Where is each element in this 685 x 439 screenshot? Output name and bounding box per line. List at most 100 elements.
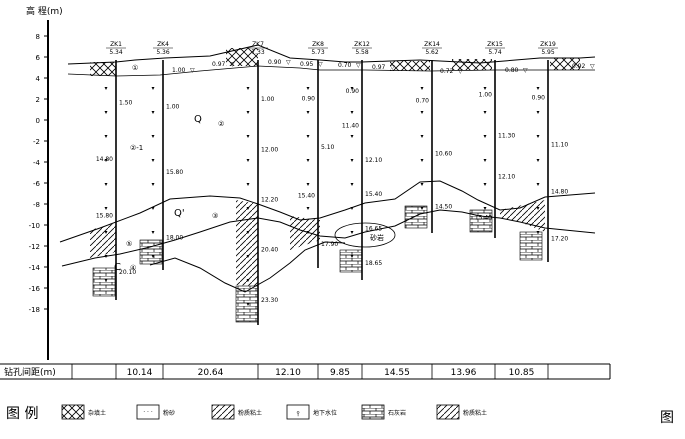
depth-label: 17.20: [551, 236, 568, 243]
sample-marker: ▾: [350, 85, 353, 92]
depth-label: 14.80: [96, 156, 113, 163]
borehole-elevation: 7.33: [251, 49, 265, 56]
sample-marker: ▾: [246, 133, 249, 140]
depth-label: 12.10: [498, 174, 515, 181]
sample-marker: ▾: [483, 109, 486, 116]
depth-label: 11.40: [342, 123, 359, 130]
sample-marker: ▾: [420, 181, 423, 188]
depth-label: 18.00: [166, 234, 183, 241]
spacing-value: 10.14: [127, 368, 153, 378]
layer-number: ④: [130, 264, 136, 272]
sample-marker: ▾: [350, 157, 353, 164]
layer-number: ①: [132, 64, 138, 72]
depth-label: 15.80: [166, 169, 183, 176]
borehole-elevation: 5.95: [541, 49, 555, 56]
spacing-label: 钻孔间距(m): [4, 366, 56, 378]
water-table-icon: ▽: [318, 61, 323, 68]
depth-label: 0.70: [416, 98, 430, 105]
borehole-id: ZK4: [157, 41, 169, 48]
sample-marker: ▾: [151, 157, 154, 164]
sample-marker: ▾: [246, 301, 249, 308]
sample-marker: ▾: [306, 181, 309, 188]
layer-number: ②: [218, 120, 224, 128]
sample-marker: ▾: [246, 253, 249, 260]
sample-marker: ▾: [350, 229, 353, 236]
depth-label: 10.60: [435, 151, 452, 158]
sample-marker: ▾: [350, 181, 353, 188]
depth-label: 11.10: [551, 142, 568, 149]
borehole-id: ZK19: [540, 41, 556, 48]
sample-marker: ▾: [306, 229, 309, 236]
borehole: ZK77.331.0012.0012.2020.4023.30▾▾▾▾▾▾▾▾▾…: [246, 41, 278, 325]
sample-marker: ▾: [246, 181, 249, 188]
axis-tick-label: -10: [29, 222, 40, 230]
sample-marker: ▾: [104, 229, 107, 236]
layer-number: ③: [212, 212, 218, 220]
sample-marker: ▾: [483, 85, 486, 92]
axis-tick-label: 4: [36, 75, 41, 83]
legend-label: 地下水位: [313, 409, 337, 417]
axis-title: 高 程(m): [26, 5, 63, 17]
layer-symbol: C: [114, 262, 121, 273]
depth-label: 12.20: [261, 197, 278, 204]
sample-marker: ▾: [536, 205, 539, 212]
axis-tick-label: -14: [29, 264, 41, 272]
sample-marker: ▾: [483, 205, 486, 212]
sample-marker: ▾: [104, 253, 107, 260]
water-table-icon: ▽: [590, 63, 595, 70]
axis-tick-label: -2: [33, 138, 40, 146]
borehole-id: ZK12: [354, 41, 370, 48]
axis-tick-label: -8: [33, 201, 40, 209]
legend-swatch: [136, 404, 160, 420]
sample-marker: ▾: [483, 181, 486, 188]
layer-symbol: Q': [174, 208, 185, 219]
depth-label: 18.65: [365, 260, 382, 267]
spacing-value: 10.85: [509, 368, 535, 378]
sample-marker: ▾: [151, 181, 154, 188]
axis-tick-label: -16: [29, 285, 41, 293]
axis-tick-label: 6: [36, 54, 41, 62]
layer-number: ②-1: [130, 144, 143, 152]
depth-label: 1.00: [479, 92, 493, 99]
borehole-elevation: 5.74: [488, 49, 502, 56]
sample-marker: ▾: [536, 109, 539, 116]
groundwater-value: 0.97: [212, 61, 226, 68]
legend: 图 例 杂填土· · ·粉砂粉质粘土⫯地下水位石灰岩粉质粘土: [6, 404, 487, 422]
legend-item: 粉质粘土: [211, 404, 262, 420]
water-table-icon: ▽: [458, 68, 463, 75]
sample-marker: ▾: [350, 253, 353, 260]
sample-marker: ▾: [306, 157, 309, 164]
axis-tick-label: -12: [29, 243, 40, 251]
boulder-annotation: 砂岩: [370, 233, 384, 242]
groundwater-value: 0.92: [572, 63, 586, 70]
sample-marker: ▾: [104, 157, 107, 164]
legend-swatch: [61, 404, 85, 420]
borehole-id: ZK15: [487, 41, 503, 48]
legend-item: 石灰岩: [361, 404, 406, 420]
depth-label: 20.40: [261, 247, 278, 254]
legend-title: 图 例: [6, 406, 38, 422]
water-table-icon: ▽: [190, 67, 195, 74]
sample-marker: ▾: [306, 205, 309, 212]
groundwater-value: 1.00: [172, 67, 186, 74]
depth-label: 14.50: [435, 204, 452, 211]
groundwater-value: 0.72: [440, 68, 454, 75]
sample-marker: ▾: [420, 109, 423, 116]
sample-marker: ▾: [420, 85, 423, 92]
figure-label: 图: [660, 410, 674, 426]
depth-label: 1.00: [261, 96, 275, 103]
spacing-value: 9.85: [330, 368, 350, 378]
well-icon: ⫯: [296, 410, 299, 418]
depth-label: 1.50: [119, 99, 133, 106]
layer-symbol: Q: [194, 114, 202, 125]
legend-label: 石灰岩: [388, 409, 406, 417]
axis-tick-label: -4: [33, 159, 41, 167]
groundwater-value: 0.90: [268, 59, 282, 66]
sample-marker: ▾: [246, 157, 249, 164]
water-table-icon: ▽: [523, 67, 528, 74]
